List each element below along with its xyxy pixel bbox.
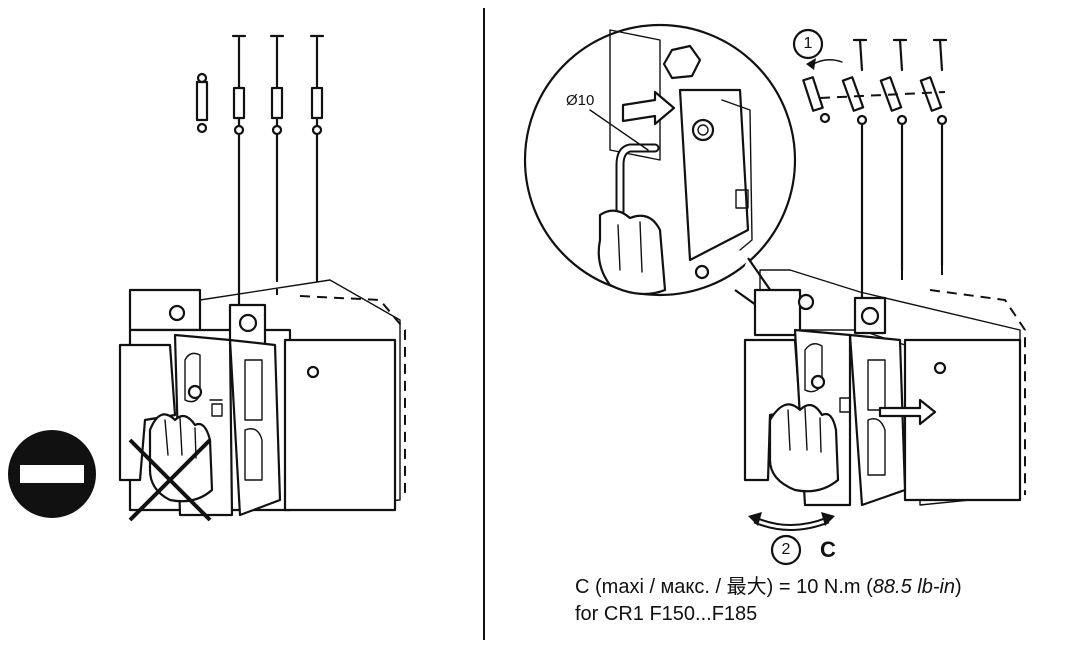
cross-out-icon xyxy=(128,438,212,522)
step-1-label: 1 xyxy=(803,35,813,52)
detail-magnifier xyxy=(523,23,807,342)
no-entry-icon xyxy=(8,430,96,518)
right-device-body xyxy=(743,269,1026,507)
left-hand xyxy=(148,413,214,503)
caption-italic: 88.5 lb-in xyxy=(872,576,956,598)
tilted-screw-small xyxy=(802,76,831,124)
diameter-label: Ø10 xyxy=(566,92,595,109)
screw-1 xyxy=(231,34,247,332)
torque-letter: C xyxy=(820,537,836,562)
tilted-screw-3 xyxy=(919,76,948,267)
left-screws xyxy=(195,34,325,332)
tilted-screw-2 xyxy=(879,76,908,272)
screw-3 xyxy=(309,34,325,282)
caption-prefix: C (maxi / макс. / 最大) = 10 N.m ( xyxy=(575,576,873,598)
step-2-circle xyxy=(770,534,802,566)
model-caption: for CR1 F150...F185 xyxy=(575,603,758,625)
right-screws xyxy=(802,38,948,302)
right-panel xyxy=(523,23,1026,566)
tilted-screw-1 xyxy=(841,76,868,302)
torque-caption: C (maxi / макс. / 最大) = 10 N.m (88.5 lb-… xyxy=(575,575,962,600)
caption-suffix: ) xyxy=(955,576,962,598)
screw-small xyxy=(195,72,209,134)
screw-2 xyxy=(269,34,285,282)
step-1-circle xyxy=(792,28,824,60)
right-hand xyxy=(748,403,840,531)
left-panel xyxy=(8,34,406,522)
step-2-label: 2 xyxy=(781,541,791,558)
arrow-icon xyxy=(621,90,676,126)
